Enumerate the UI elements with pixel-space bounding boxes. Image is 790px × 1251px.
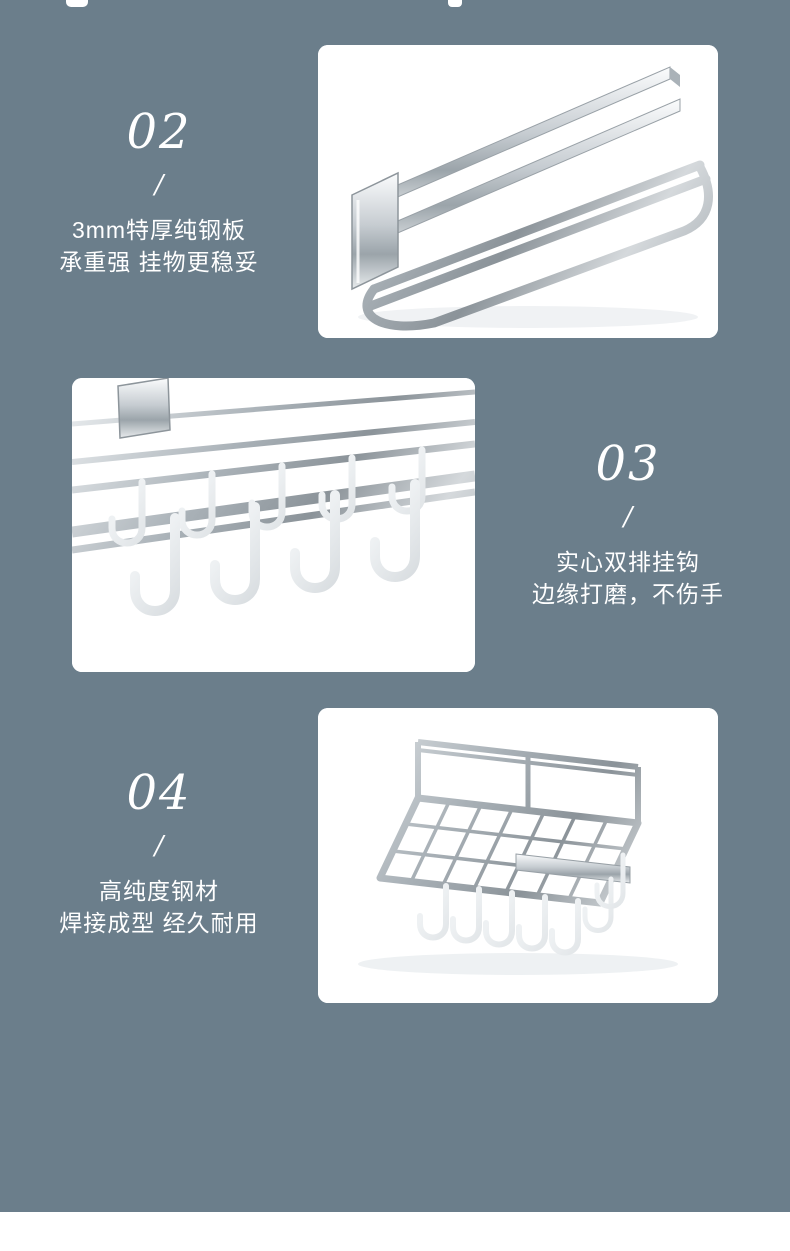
bottom-white-strip: [0, 1212, 790, 1251]
feature-text-block-02: 02 / 3mm特厚纯钢板 承重强 挂物更稳妥: [0, 108, 318, 278]
feature-number: 02: [126, 104, 192, 160]
feature-caption-line-1: 3mm特厚纯钢板: [71, 217, 247, 243]
product-photo-card-03: [72, 378, 475, 672]
top-crop-remnant: [66, 0, 88, 7]
feature-divider-slash: /: [623, 502, 633, 532]
feature-divider-slash: /: [154, 170, 164, 200]
feature-caption-line-2: 焊接成型 经久耐用: [59, 910, 259, 936]
feature-caption-line-2: 边缘打磨，不伤手: [532, 581, 724, 607]
double-hooks-product-photo: [72, 378, 475, 672]
feature-caption-line-1: 高纯度钢材: [99, 878, 219, 904]
feature-text-block-03: 03 / 实心双排挂钩 边缘打磨，不伤手: [472, 440, 784, 610]
feature-divider-slash: /: [154, 831, 164, 861]
steel-rack-product-photo: [318, 708, 718, 1003]
feature-number: 04: [126, 765, 192, 821]
towel-bar-product-photo: [318, 45, 718, 338]
top-crop-remnant: [448, 0, 462, 7]
feature-caption-line-1: 实心双排挂钩: [556, 549, 700, 575]
feature-caption-line-2: 承重强 挂物更稳妥: [59, 249, 259, 275]
feature-number: 03: [595, 436, 661, 492]
feature-text-block-04: 04 / 高纯度钢材 焊接成型 经久耐用: [0, 769, 318, 939]
product-photo-card-04: [318, 708, 718, 1003]
product-photo-card-02: [318, 45, 718, 338]
